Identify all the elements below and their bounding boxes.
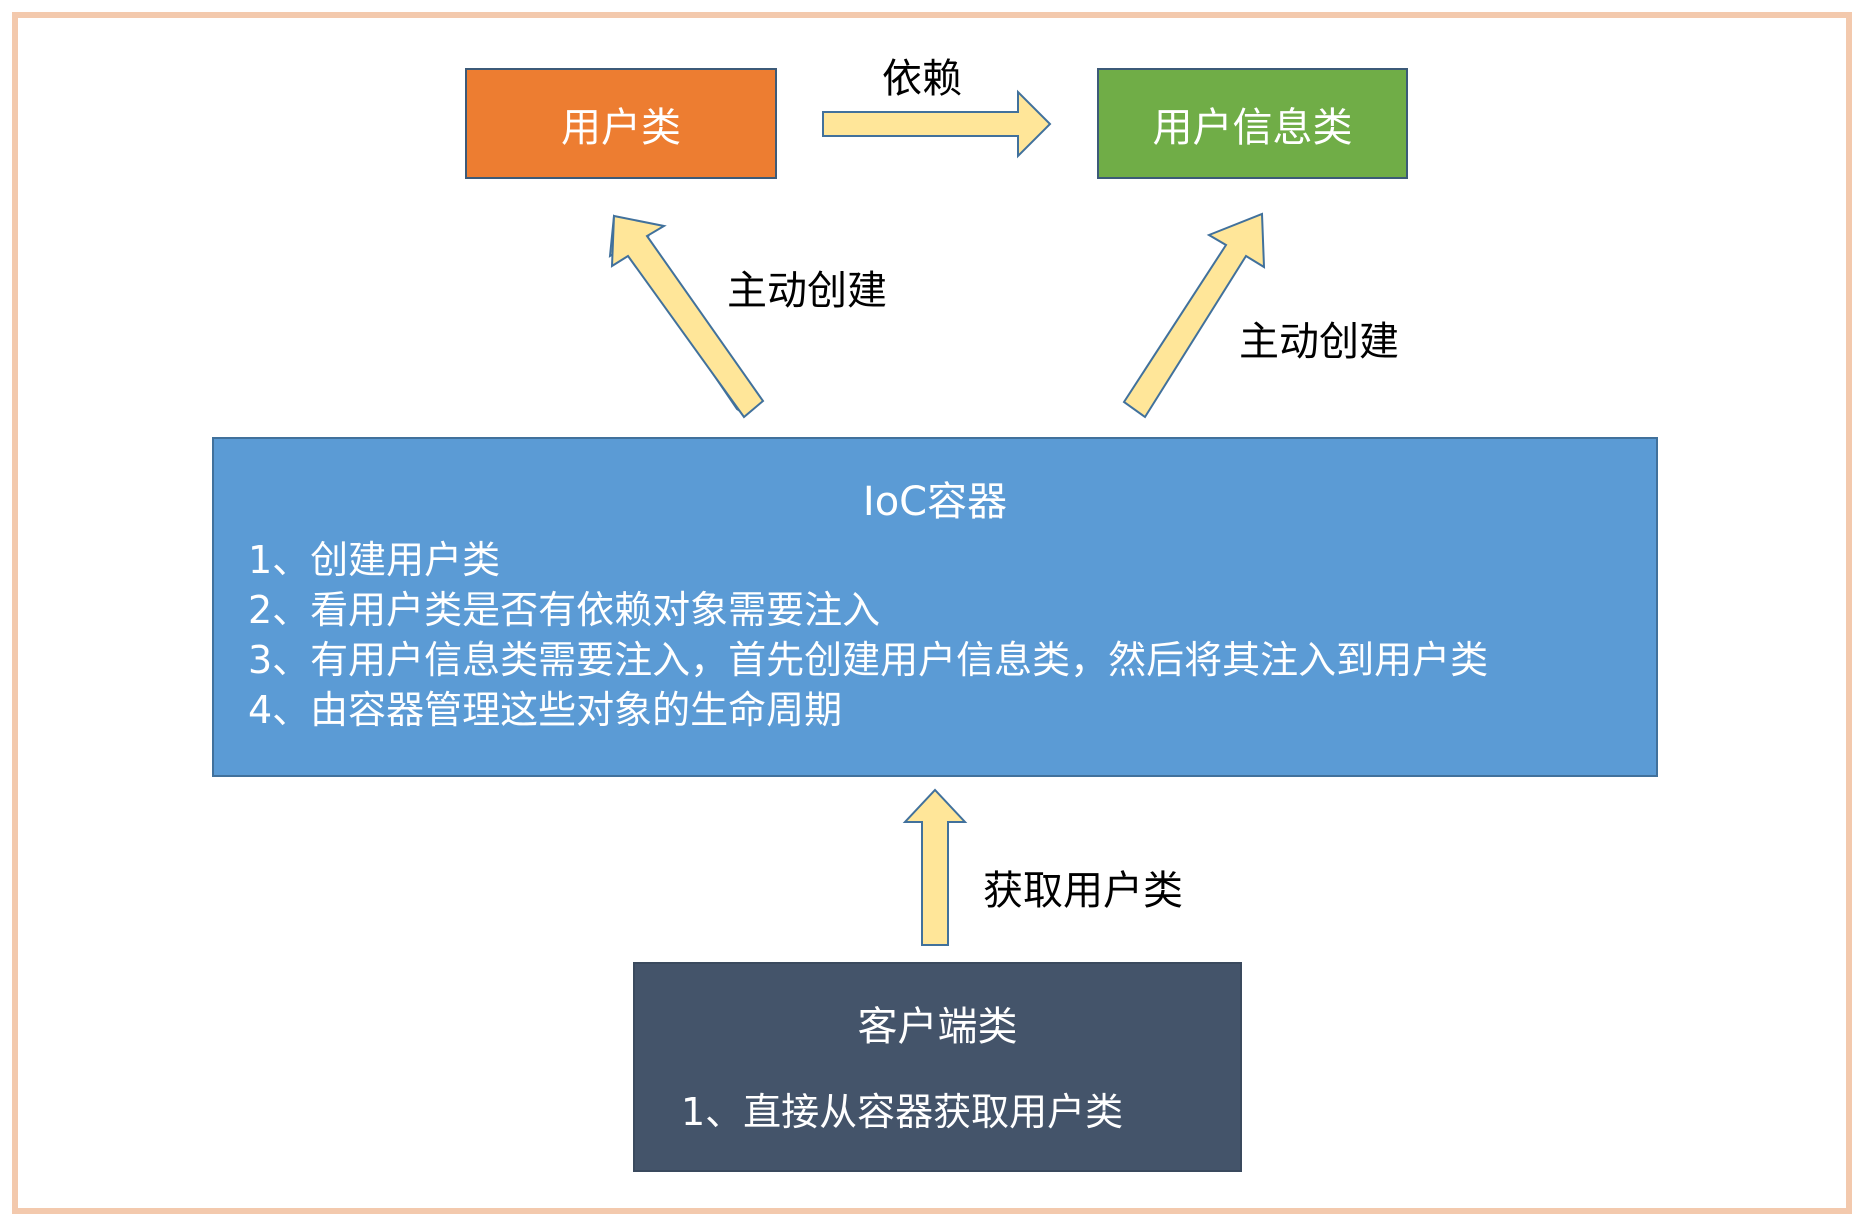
get-user-arrow [902, 788, 968, 946]
create-left-label: 主动创建 [727, 268, 887, 314]
create-right-arrow [1122, 212, 1266, 419]
ioc-container-list: 1、创建用户类 2、看用户类是否有依赖对象需要注入 3、有用户信息类需要注入，首… [248, 535, 1488, 735]
depends-arrow [822, 89, 1052, 159]
user-class-node: 用户类 [465, 68, 777, 179]
user-info-class-node: 用户信息类 [1097, 68, 1408, 179]
user-class-label: 用户类 [561, 104, 681, 151]
ioc-item-1: 1、创建用户类 [248, 538, 501, 582]
depends-label: 依赖 [882, 56, 962, 102]
create-right-label: 主动创建 [1239, 319, 1399, 365]
client-class-item: 1、直接从容器获取用户类 [681, 1090, 1124, 1134]
user-info-class-label: 用户信息类 [1152, 104, 1353, 151]
get-user-label: 获取用户类 [983, 868, 1183, 914]
ioc-item-2: 2、看用户类是否有依赖对象需要注入 [248, 588, 881, 632]
create-left-arrow-shaft [610, 214, 765, 419]
client-class-node: 客户端类 1、直接从容器获取用户类 [633, 962, 1242, 1172]
ioc-item-3: 3、有用户信息类需要注入，首先创建用户信息类，然后将其注入到用户类 [248, 638, 1489, 682]
ioc-item-4: 4、由容器管理这些对象的生命周期 [248, 688, 843, 732]
ioc-container-title: IoC容器 [862, 479, 1008, 525]
client-class-title: 客户端类 [857, 1004, 1018, 1050]
ioc-container-node: IoC容器 1、创建用户类 2、看用户类是否有依赖对象需要注入 3、有用户信息类… [212, 437, 1658, 777]
